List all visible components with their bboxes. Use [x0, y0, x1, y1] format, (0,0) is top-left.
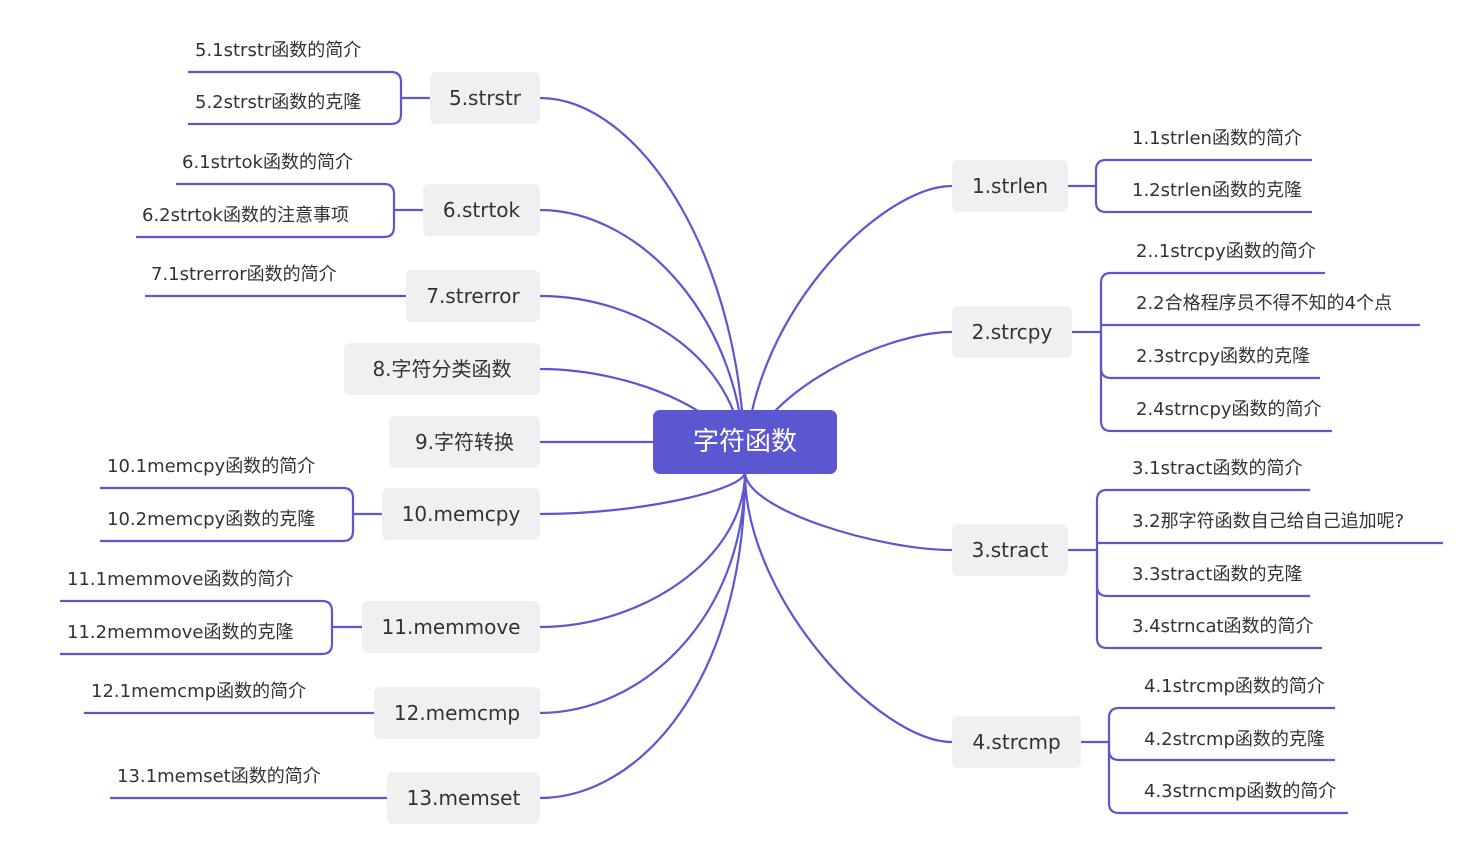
- subtopic[interactable]: 2..1strcpy函数的简介: [1136, 241, 1316, 262]
- link-root-b4: [743, 471, 953, 744]
- link-root-b12: [539, 471, 747, 715]
- subtopic[interactable]: 7.1strerror函数的简介: [151, 264, 337, 285]
- subtopic[interactable]: 3.2那字符函数自己给自己追加呢?: [1132, 511, 1405, 532]
- subtopic[interactable]: 4.3strncmp函数的简介: [1144, 781, 1337, 802]
- topic-stract[interactable]: 3.stract: [952, 524, 1068, 576]
- subtopic[interactable]: 1.1strlen函数的简介: [1132, 128, 1302, 149]
- topic-memmove[interactable]: 11.memmove: [362, 601, 540, 653]
- subtopic[interactable]: 10.1memcpy函数的简介: [107, 456, 316, 477]
- subtopic[interactable]: 1.2strlen函数的克隆: [1132, 180, 1302, 201]
- subtopic[interactable]: 10.2memcpy函数的克隆: [107, 509, 316, 530]
- topic-strcmp[interactable]: 4.strcmp: [952, 716, 1081, 768]
- topic-strcpy[interactable]: 2.strcpy: [952, 306, 1072, 358]
- subtopic[interactable]: 6.1strtok函数的简介: [182, 152, 353, 173]
- subtopic[interactable]: 6.2strtok函数的注意事项: [142, 205, 349, 226]
- subtopic[interactable]: 11.2memmove函数的克隆: [67, 622, 294, 643]
- link-root-b11: [539, 471, 747, 629]
- topic-strerror[interactable]: 7.strerror: [406, 270, 540, 322]
- subtopic[interactable]: 2.2合格程序员不得不知的4个点: [1136, 293, 1393, 314]
- subtopic[interactable]: 2.3strcpy函数的克隆: [1136, 346, 1311, 367]
- topic-char-classification[interactable]: 8.字符分类函数: [344, 343, 540, 395]
- subtopic[interactable]: 4.2strcmp函数的克隆: [1144, 729, 1325, 750]
- subtopic[interactable]: 13.1memset函数的简介: [117, 766, 321, 787]
- central-topic[interactable]: 字符函数: [653, 410, 837, 474]
- link-root-b13: [539, 471, 747, 800]
- link-root-b5: [539, 96, 747, 473]
- link-root-b3: [743, 471, 953, 552]
- topic-strstr[interactable]: 5.strstr: [430, 72, 540, 124]
- subtopic[interactable]: 2.4strncpy函数的简介: [1136, 399, 1322, 420]
- subtopic[interactable]: 12.1memcmp函数的简介: [91, 681, 307, 702]
- subtopic[interactable]: 3.4strncat函数的简介: [1132, 616, 1314, 637]
- subtopic[interactable]: 11.1memmove函数的简介: [67, 569, 294, 590]
- subtopic[interactable]: 5.1strstr函数的简介: [195, 40, 362, 61]
- topic-memcpy[interactable]: 10.memcpy: [382, 488, 540, 540]
- subtopic[interactable]: 4.1strcmp函数的简介: [1144, 676, 1325, 697]
- topic-memset[interactable]: 13.memset: [387, 772, 540, 824]
- topic-strlen[interactable]: 1.strlen: [952, 160, 1068, 212]
- subtopic[interactable]: 3.3stract函数的克隆: [1132, 564, 1303, 585]
- topic-strtok[interactable]: 6.strtok: [423, 184, 540, 236]
- link-root-b10: [539, 471, 747, 516]
- topic-char-conversion[interactable]: 9.字符转换: [389, 416, 540, 468]
- subtopic[interactable]: 3.1stract函数的简介: [1132, 458, 1303, 479]
- subtopic[interactable]: 5.2strstr函数的克隆: [195, 92, 362, 113]
- topic-memcmp[interactable]: 12.memcmp: [374, 687, 540, 739]
